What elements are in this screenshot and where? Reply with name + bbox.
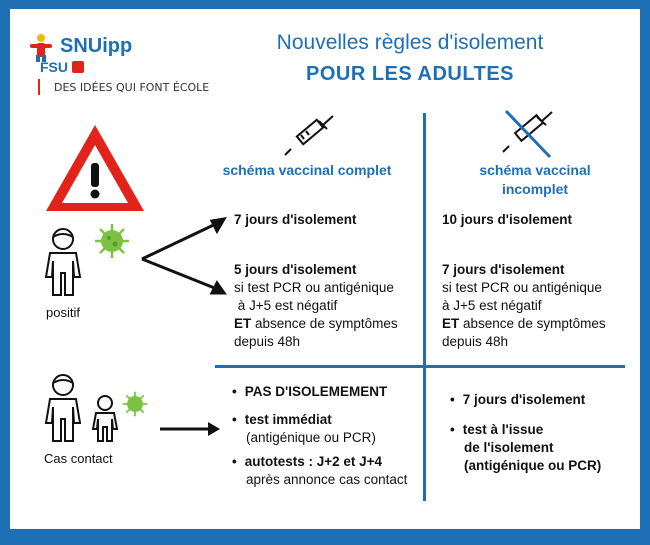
title-line1: Nouvelles règles d'isolement xyxy=(276,31,544,54)
vertical-divider xyxy=(423,113,426,501)
virus-icon xyxy=(122,391,148,417)
pos-incomplete-r2-et: ET xyxy=(442,316,460,331)
column-incomplete-header-l1: schéma vaccinal xyxy=(479,162,591,178)
pos-incomplete-r2-l4: depuis 48h xyxy=(442,334,509,349)
child-person-icon xyxy=(88,395,122,443)
pos-incomplete-r2-l2: à J+5 est négatif xyxy=(442,298,542,313)
adult-person-icon xyxy=(38,373,88,443)
pos-complete-r2: 5 jours d'isolement si test PCR ou antig… xyxy=(234,261,419,351)
contact-incomplete-b2-l3: (antigénique ou PCR) xyxy=(464,458,602,473)
column-complete-header: schéma vaccinal complet xyxy=(222,162,392,178)
split-arrow-icon xyxy=(138,213,230,303)
pos-incomplete-r1: 10 jours d'isolement xyxy=(442,212,572,227)
positive-label: positif xyxy=(46,305,80,320)
pos-complete-r2-l3: absence de symptômes xyxy=(251,316,398,331)
pos-incomplete-r2-title: 7 jours d'isolement xyxy=(442,262,565,277)
contact-complete-b2-sub: (antigénique ou PCR) xyxy=(246,430,376,445)
pos-incomplete-r2-l3: absence de symptômes xyxy=(459,316,606,331)
pos-complete-r2-title: 5 jours d'isolement xyxy=(234,262,357,277)
contact-label: Cas contact xyxy=(44,451,113,466)
contact-incomplete-b2-l2: de l'isolement xyxy=(464,440,554,455)
logo-fsu: FSU xyxy=(40,59,68,75)
contact-complete-b1: PAS D'ISOLEMEMENT xyxy=(232,383,424,401)
pos-complete-r2-l2: à J+5 est négatif xyxy=(234,298,338,313)
logo-underline xyxy=(38,79,40,95)
contact-complete-b2: test immédiat xyxy=(232,411,424,429)
contact-incomplete-b2-l1: test à l'issue xyxy=(450,421,632,439)
contact-complete: PAS D'ISOLEMEMENT test immédiat (antigén… xyxy=(232,383,424,489)
logo-name: SNUipp xyxy=(60,35,133,57)
contact-incomplete-b1: 7 jours d'isolement xyxy=(450,391,632,409)
snuipp-logo-mark xyxy=(26,33,56,63)
pos-incomplete-r2-l1: si test PCR ou antigénique xyxy=(442,280,602,295)
warning-icon xyxy=(42,121,148,217)
virus-icon xyxy=(94,223,130,259)
syringe-icon xyxy=(283,113,337,163)
pos-complete-r2-et: ET xyxy=(234,316,252,331)
contact-complete-b3-sub: après annonce cas contact xyxy=(246,472,408,487)
pos-complete-r2-l1: si test PCR ou antigénique xyxy=(234,280,394,295)
contact-complete-b3: autotests : J+2 et J+4 xyxy=(232,453,424,471)
arrow-right-icon xyxy=(158,419,222,439)
pos-complete-r1: 7 jours d'isolement xyxy=(234,212,357,227)
title-line2: POUR LES ADULTES xyxy=(305,63,514,85)
horizontal-divider xyxy=(215,365,625,368)
logo-fsu-mark xyxy=(72,61,84,73)
column-incomplete-header-l2: incomplet xyxy=(501,181,569,197)
pos-complete-r2-l4: depuis 48h xyxy=(234,334,301,349)
pos-incomplete-r2: 7 jours d'isolement si test PCR ou antig… xyxy=(442,261,632,351)
logo-tagline: DES IDÉES QUI FONT ÉCOLE xyxy=(54,81,210,94)
infographic-card: SNUipp FSU DES IDÉES QUI FONT ÉCOLE Nouv… xyxy=(10,9,640,529)
person-icon xyxy=(38,227,88,297)
syringe-crossed-icon xyxy=(500,107,556,163)
contact-incomplete: 7 jours d'isolement test à l'issue de l'… xyxy=(450,391,632,475)
